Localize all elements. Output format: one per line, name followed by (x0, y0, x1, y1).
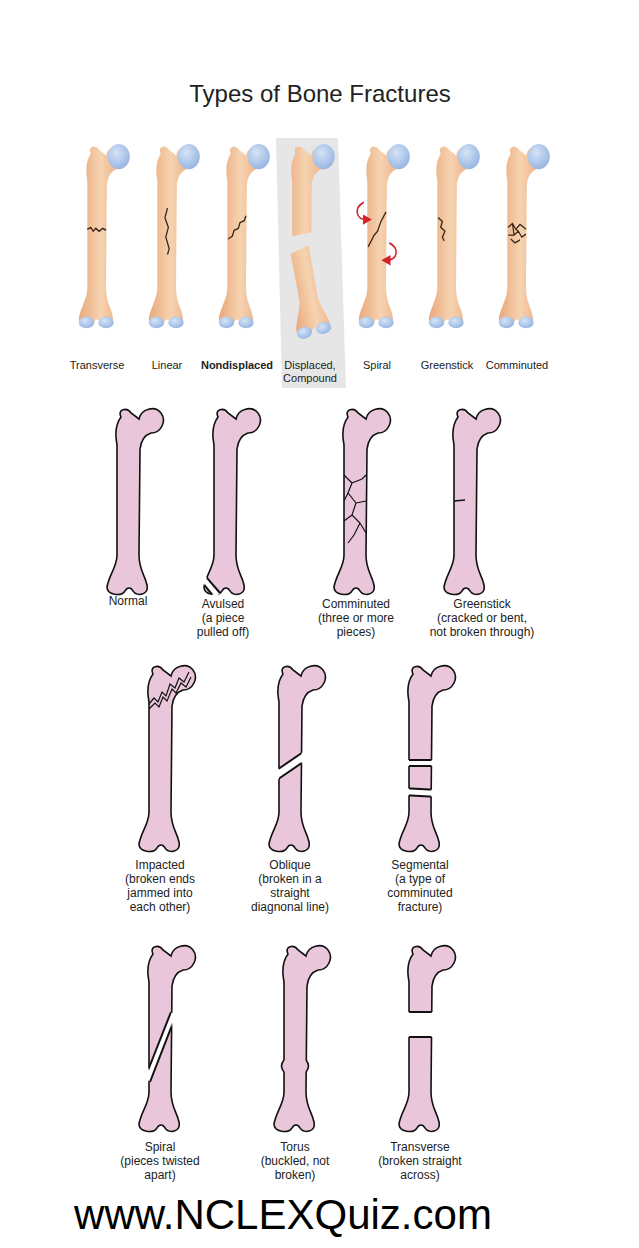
fracture-name: Torus (250, 1140, 340, 1154)
bone-avulsed (196, 409, 260, 598)
fracture-note: (a piece pulled off) (188, 611, 258, 639)
bone-torus (274, 946, 330, 1132)
bone-normal (107, 409, 163, 595)
bone-nondisplaced (219, 144, 270, 328)
watermark: www.NCLEXQuiz.com (63, 1190, 503, 1240)
fracture-name: Transverse (62, 359, 132, 372)
fracture-note: (broken straight across) (373, 1154, 467, 1182)
fracture-name: Oblique (245, 858, 335, 872)
bone-greenstick-pink (444, 409, 500, 595)
diagram-title: Types of Bone Fractures (110, 80, 530, 108)
fracture-note: (a type of comminuted fracture) (380, 872, 460, 914)
fracture-name: Nondisplaced (200, 359, 274, 372)
fracture-name: Impacted (115, 858, 205, 872)
fracture-name: Comminuted (479, 359, 555, 372)
bone-greenstick (429, 144, 480, 328)
bone-spiral (357, 144, 410, 328)
fracture-name: Spiral (115, 1140, 205, 1154)
bone-transverse-pink (396, 946, 455, 1132)
fracture-name: Comminuted (306, 597, 406, 611)
fracture-name: Linear (132, 359, 202, 372)
fracture-name: Normal (88, 594, 168, 608)
fracture-note: (broken in a straight diagnonal line) (248, 872, 332, 914)
bone-displaced (265, 144, 345, 340)
fracture-note: (buckled, not broken) (254, 1154, 336, 1182)
fracture-name: Displaced, Compound (279, 359, 341, 385)
bone-transverse (79, 144, 130, 328)
bone-comminuted-pink (334, 409, 390, 595)
fracture-note: (three or more pieces) (311, 611, 401, 639)
fracture-note: (broken ends jammed into each other) (120, 872, 200, 914)
bone-comminuted (499, 144, 550, 328)
fracture-note: (pieces twisted apart) (120, 1154, 200, 1182)
bone-segmental (399, 666, 455, 852)
fracture-name: Greenstick (412, 359, 482, 372)
bone-linear (149, 144, 200, 328)
fracture-name: Greenstick (427, 597, 537, 611)
fracture-name: Segmental (375, 858, 465, 872)
bone-spiral-pink (139, 946, 195, 1132)
bone-impacted (139, 666, 195, 852)
fracture-name: Spiral (342, 359, 412, 372)
bone-oblique (269, 666, 325, 852)
fracture-name: Avulsed (183, 597, 263, 611)
fracture-note: (cracked or bent, not broken through) (427, 611, 537, 639)
fracture-name: Transverse (370, 1140, 470, 1154)
